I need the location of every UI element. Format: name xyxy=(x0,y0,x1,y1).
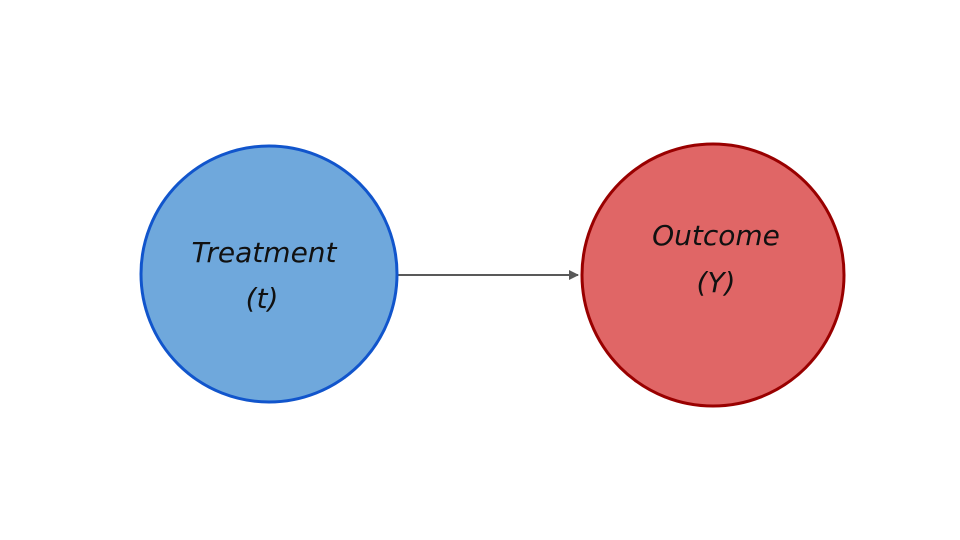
treatment-symbol: (t) xyxy=(246,282,279,315)
node-treatment: Treatment (t) xyxy=(139,144,399,404)
treatment-circle xyxy=(139,144,399,404)
outcome-circle xyxy=(580,142,846,408)
node-outcome: Outcome (Y) xyxy=(580,142,846,408)
treatment-label: Treatment xyxy=(191,236,337,269)
outcome-label: Outcome xyxy=(652,219,780,252)
outcome-symbol: (Y) xyxy=(697,266,736,299)
